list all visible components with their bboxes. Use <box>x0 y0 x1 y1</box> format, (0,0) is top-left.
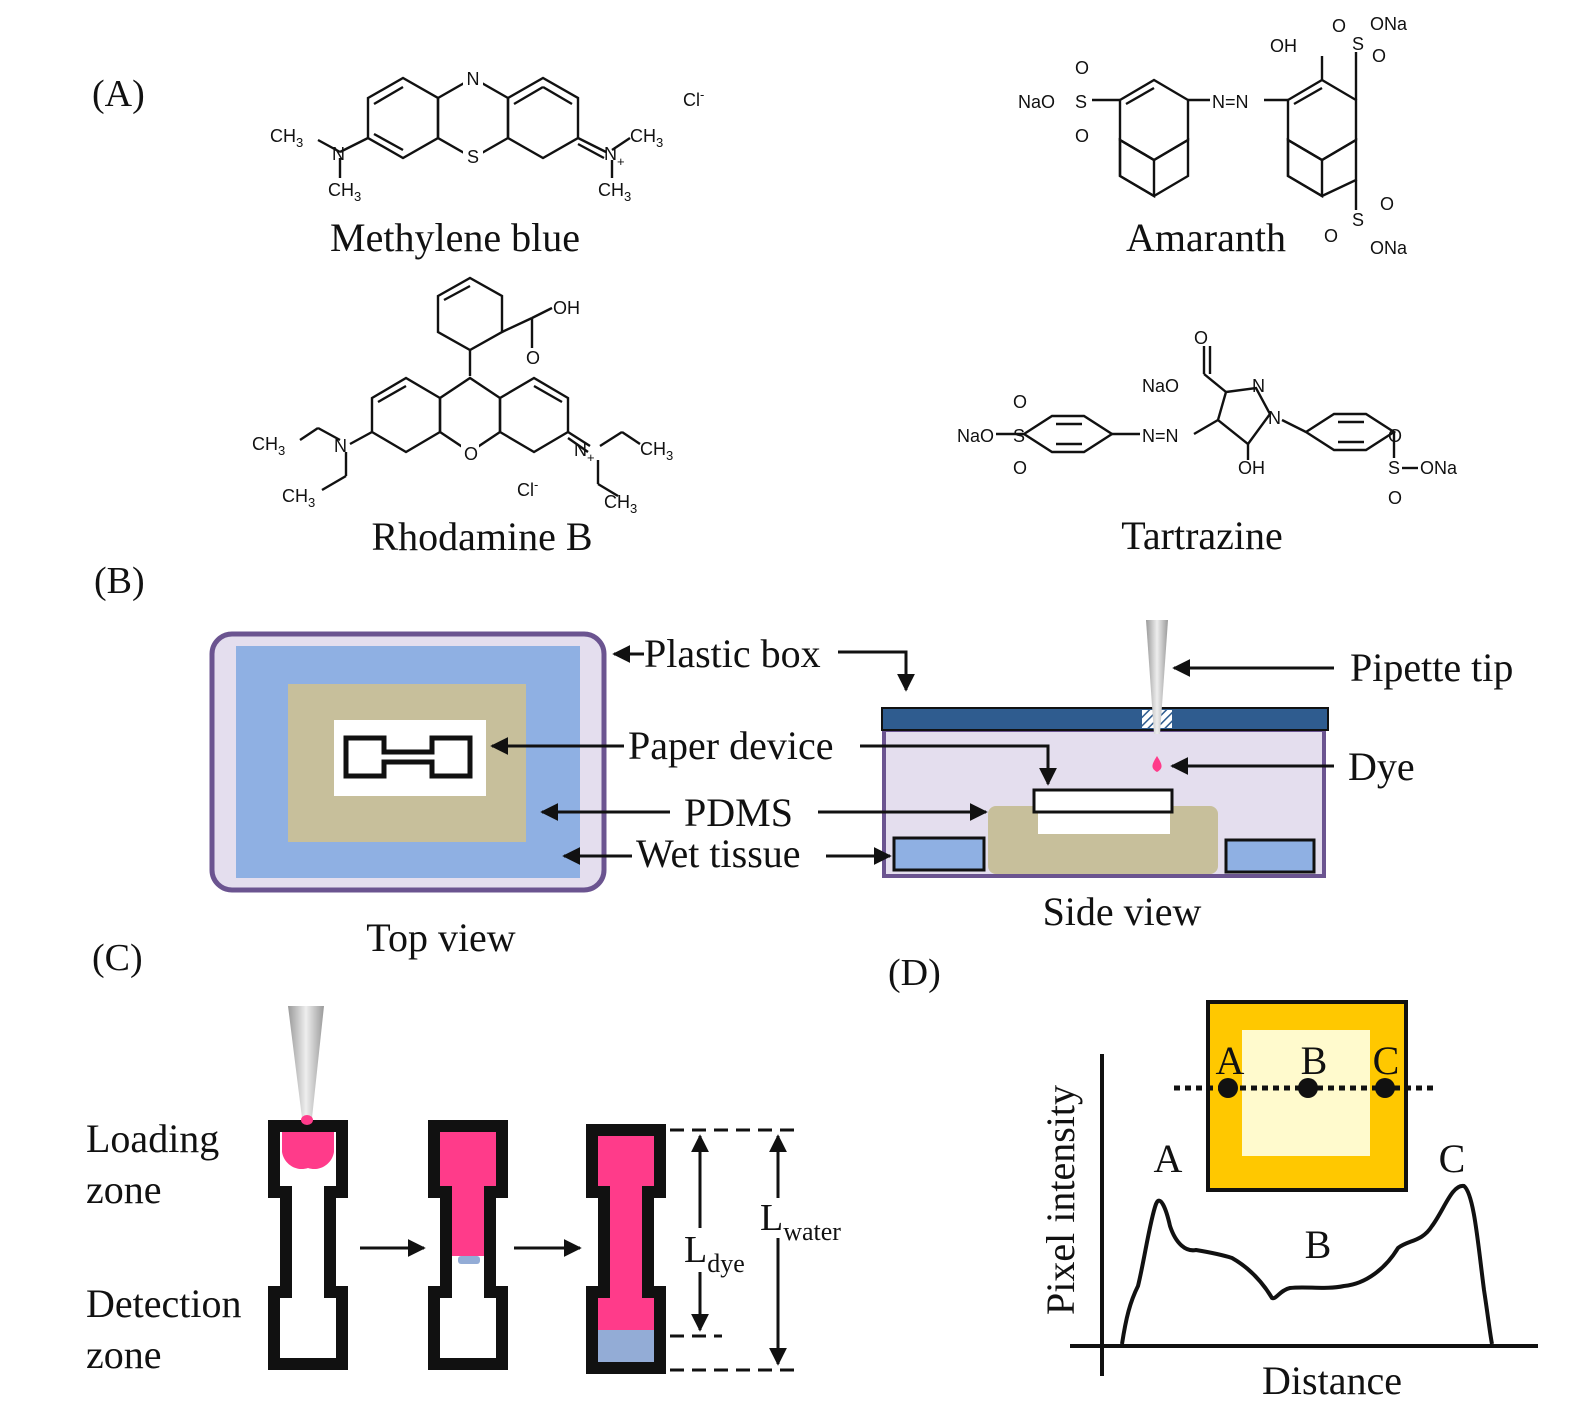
intensity-profile-curve <box>1120 1184 1494 1345</box>
loading-zone-label-2: zone <box>86 1167 162 1212</box>
methylene-blue-name: Methylene blue <box>330 215 580 260</box>
detection-zone-label-1: Detection <box>86 1281 242 1326</box>
tartrazine-azo: N=N <box>1142 426 1179 446</box>
rhb-oh: OH <box>553 298 580 318</box>
amaranth-o-left-bottom: O <box>1075 126 1089 146</box>
dried-spot-inset <box>1174 1000 1436 1192</box>
tartrazine-nao-top: NaO <box>1142 376 1179 396</box>
l-dye-label: Ldye <box>684 1229 745 1278</box>
tartrazine-oh: OH <box>1238 458 1265 478</box>
amaranth-o-top-a: O <box>1332 16 1346 36</box>
amaranth-nao: NaO <box>1018 92 1055 112</box>
tartrazine-s-left: S <box>1013 426 1025 446</box>
side-view-box <box>881 707 1329 878</box>
tartrazine-o-right-bottom: O <box>1388 488 1402 508</box>
amaranth-s-top: S <box>1352 34 1364 54</box>
tartrazine-n-1: N <box>1252 376 1265 396</box>
rhb-ch3-4: CH3 <box>604 492 637 516</box>
inset-point-a: A <box>1216 1038 1245 1083</box>
mb-n-left: N <box>332 144 345 164</box>
x-axis-label: Distance <box>1262 1358 1402 1403</box>
rhb-ch3-2: CH3 <box>282 486 315 510</box>
rhodamine-b-structure <box>299 276 641 498</box>
rhb-ch3-1: CH3 <box>252 434 285 458</box>
profile-point-c: C <box>1439 1136 1466 1181</box>
inset-point-b: B <box>1301 1038 1328 1083</box>
loading-zone-label-1: Loading <box>86 1116 219 1161</box>
detection-zone-label-2: zone <box>86 1332 162 1377</box>
mb-ch3-top-left: CH3 <box>270 126 303 150</box>
side-view-label: Side view <box>1043 889 1202 934</box>
rhb-n-left: N <box>334 436 347 456</box>
panel-label-c: (C) <box>92 937 143 979</box>
rhb-n-right: N+ <box>574 440 595 465</box>
amaranth-s-left: S <box>1075 92 1087 112</box>
plastic-box-label: Plastic box <box>644 631 821 676</box>
amaranth-o-left-top: O <box>1075 58 1089 78</box>
amaranth-structure <box>1092 52 1358 210</box>
amaranth-ona-bottom: ONa <box>1370 238 1408 258</box>
tartrazine-name: Tartrazine <box>1121 513 1283 558</box>
profile-point-a: A <box>1154 1136 1183 1181</box>
tartrazine-o-right-top: O <box>1388 426 1402 446</box>
mb-ch3-bottom-left: CH3 <box>328 180 361 204</box>
paper-device-step-3 <box>586 1124 666 1374</box>
rhb-chloride: Cl- <box>517 477 538 500</box>
side-pipette-tip <box>1146 620 1168 734</box>
y-axis-label: Pixel intensity <box>1038 1085 1083 1315</box>
l-water-label: Lwater <box>760 1197 841 1246</box>
rhb-carbonyl-o: O <box>526 348 540 368</box>
top-view-label: Top view <box>366 915 516 960</box>
amaranth-azo: N=N <box>1212 92 1249 112</box>
wet-tissue-label: Wet tissue <box>636 831 801 876</box>
amaranth-s-bottom: S <box>1352 210 1364 230</box>
inset-point-c: C <box>1373 1038 1400 1083</box>
rhodamine-b-name: Rhodamine B <box>371 514 592 559</box>
tartrazine-carbonyl-o: O <box>1194 328 1208 348</box>
amaranth-name: Amaranth <box>1126 215 1286 260</box>
paper-device-label: Paper device <box>628 723 833 768</box>
tartrazine-o-left-bottom: O <box>1013 458 1027 478</box>
rhb-ch3-3: CH3 <box>640 439 673 463</box>
tartrazine-structure <box>996 346 1397 460</box>
panel-label-a: (A) <box>92 73 145 115</box>
paper-device-step-1 <box>268 1120 348 1370</box>
mb-n-right: N+ <box>604 144 625 169</box>
pipette-tip-label: Pipette tip <box>1350 645 1513 690</box>
panel-label-d: (D) <box>888 952 941 994</box>
amaranth-oh: OH <box>1270 36 1297 56</box>
mb-ch3-top-right: CH3 <box>630 126 663 150</box>
tartrazine-o-left-top: O <box>1013 392 1027 412</box>
pdms-label: PDMS <box>684 790 793 835</box>
paper-device-step-2 <box>428 1120 508 1370</box>
profile-point-b: B <box>1305 1222 1332 1267</box>
amaranth-o-top-b: O <box>1372 46 1386 66</box>
tartrazine-nao-left: NaO <box>957 426 994 446</box>
dye-label: Dye <box>1348 744 1415 789</box>
top-view-box <box>209 631 607 893</box>
tartrazine-ona: ONa <box>1420 458 1458 478</box>
rhb-ring-o: O <box>464 444 478 464</box>
tartrazine-n-2: N <box>1268 408 1281 428</box>
flow-pipette-tip <box>288 1006 324 1118</box>
mb-ring-n: N <box>467 69 480 89</box>
mb-chloride: Cl- <box>683 87 704 110</box>
tartrazine-s-right: S <box>1388 458 1400 478</box>
mb-ring-s: S <box>467 147 479 167</box>
mb-ch3-bottom-right: CH3 <box>598 180 631 204</box>
amaranth-o-bottom-b: O <box>1380 194 1394 214</box>
amaranth-ona-top: ONa <box>1370 14 1408 34</box>
panel-label-b: (B) <box>94 560 145 602</box>
dye-droplet <box>1152 756 1162 772</box>
amaranth-o-bottom-a: O <box>1324 226 1338 246</box>
